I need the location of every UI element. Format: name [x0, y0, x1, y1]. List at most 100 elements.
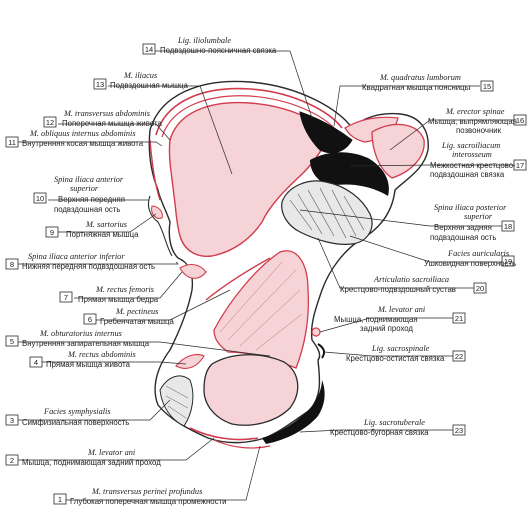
- label-14-number: 14: [145, 45, 153, 54]
- label-15-russian: Квадратная мышца поясницы: [362, 83, 471, 92]
- label-16-russian-2: позвоночник: [456, 126, 502, 135]
- label-17-number: 17: [516, 161, 524, 170]
- label-11-russian: Внутренняя косая мышца живота: [22, 139, 144, 148]
- label-22-latin: Lig. sacrospinale: [371, 344, 430, 353]
- label-16-number: 16: [516, 116, 524, 125]
- sacrospinal-mark: [317, 343, 326, 359]
- label-2-russian: Мышца, поднимающая задний проход: [22, 458, 161, 467]
- iliac-crest-edge: [149, 139, 161, 201]
- label-19-russian: Ушковидная поверхность: [424, 259, 516, 268]
- label-7-number: 7: [64, 293, 68, 302]
- label-19-number: 19: [504, 257, 512, 266]
- levator-ani-lower: [189, 427, 259, 441]
- label-21-number: 21: [455, 314, 463, 323]
- label-2-latin: M. levator ani: [87, 448, 136, 457]
- label-15-number: 15: [483, 82, 491, 91]
- label-10-latin-2: superior: [70, 184, 99, 193]
- erector-spinae-area: [371, 123, 425, 179]
- label-9-latin: M. sartorius: [85, 220, 127, 229]
- label-5-number: 5: [10, 337, 14, 346]
- label-17-russian-1: Межкостная крестцово-: [430, 161, 516, 170]
- label-17-latin-2: interosseum: [452, 150, 492, 159]
- number-texts: 14 13 12 11 10 9 8 7 6 5 4 3 2 1 15 16 1…: [8, 45, 524, 504]
- label-11-latin: M. obliquus internus abdominis: [29, 129, 136, 138]
- label-1-latin: M. transversus perinei profundus: [91, 487, 202, 496]
- label-8-russian: Нижняя передняя подвздошная ость: [22, 262, 155, 271]
- label-5-latin: M. obturatorius internus: [39, 329, 122, 338]
- label-19-latin: Facies auricularis: [447, 249, 509, 258]
- transversus-perinei-strip: [213, 439, 271, 449]
- label-8-latin: Spina iliaca anterior inferior: [28, 252, 125, 261]
- label-11-number: 11: [8, 138, 16, 147]
- leader-lines: [18, 50, 514, 501]
- label-21-russian-2: задний проход: [360, 324, 413, 333]
- label-18-russian-1: Верхняя задняя: [434, 223, 492, 232]
- sacrotuberal-ligament: [262, 380, 325, 444]
- label-10-number: 10: [36, 194, 44, 203]
- label-13-number: 13: [96, 80, 104, 89]
- label-21-russian-1: Мышца, поднимающая: [334, 315, 418, 324]
- rectus-abdominis-attachment: [175, 353, 205, 369]
- obturator-internus-area: [213, 250, 310, 369]
- auricular-texture: [289, 187, 365, 239]
- iliac-crest-attachments: [155, 87, 343, 136]
- label-10-russian-2: подвздошная ость: [54, 205, 120, 214]
- auricular-surface: [281, 180, 373, 245]
- label-13-latin: M. iliacus: [123, 71, 157, 80]
- label-23-latin: Lig. sacrotuberale: [363, 418, 425, 427]
- label-6-latin: M. pectineus: [115, 307, 158, 316]
- label-9-number: 9: [50, 228, 54, 237]
- obturator-foramen: [203, 354, 299, 426]
- obturator-texture: [219, 261, 303, 351]
- label-17-russian-2: подвздошная связка: [430, 170, 505, 179]
- label-1-russian: Глубокая поперечная мышца промежности: [70, 497, 226, 506]
- label-13-russian: Подвздошная мышца: [110, 81, 189, 90]
- label-20-latin: Articulatio sacroiliaca: [373, 275, 449, 284]
- label-7-latin: M. rectus femoris: [95, 285, 154, 294]
- label-7-russian: Прямая мышца бедра: [78, 295, 159, 304]
- label-4-latin: M. rectus abdominis: [67, 350, 136, 359]
- label-18-russian-2: подвздошная ость: [430, 233, 496, 242]
- label-texts: Lig. iliolumbale Подвздошно-поясничная с…: [22, 36, 517, 506]
- label-3-latin: Facies symphysialis: [43, 407, 111, 416]
- symphysial-texture: [165, 385, 189, 419]
- label-3-number: 3: [10, 416, 14, 425]
- label-10-latin-1: Spina iliaca anterior: [54, 175, 124, 184]
- label-3-russian: Симфизиальная поверхность: [22, 418, 129, 427]
- label-1-number: 1: [58, 495, 62, 504]
- label-12-latin: M. transversus abdominis: [63, 109, 150, 118]
- number-boxes: [5, 43, 527, 505]
- label-5-russian: Внутренняя запирательная мышца: [22, 339, 150, 348]
- iliolumbar-ligament: [299, 111, 353, 154]
- label-8-number: 8: [10, 260, 14, 269]
- label-4-number: 4: [34, 358, 38, 367]
- label-12-number: 12: [46, 118, 54, 127]
- label-10-russian-1: Верхняя передняя: [58, 195, 125, 204]
- label-22-number: 22: [455, 352, 463, 361]
- label-20-number: 20: [476, 284, 484, 293]
- symphysial-surface: [159, 375, 194, 427]
- label-20-russian: Крестцово-подвздошный сустав: [340, 285, 456, 294]
- label-17-latin-1: Lig. sacroiliacum: [441, 141, 500, 150]
- label-9-russian: Портняжная мышца: [66, 230, 139, 239]
- levator-ani-posterior-mark: [311, 327, 321, 337]
- label-18-latin-2: superior: [464, 212, 493, 221]
- iliac-crest-attachments-inner: [161, 95, 337, 138]
- label-18-latin-1: Spina iliaca posterior: [434, 203, 507, 212]
- label-14-latin: Lig. iliolumbale: [177, 36, 231, 45]
- label-21-latin: M. levator ani: [377, 305, 426, 314]
- label-14-russian: Подвздошно-поясничная связка: [160, 46, 277, 55]
- label-16-russian-1: Мышца, выпрямляющая: [428, 117, 517, 126]
- rectus-femoris-attachment: [179, 263, 207, 279]
- label-18-number: 18: [504, 222, 512, 231]
- label-12-russian: Поперечная мышца живота: [62, 119, 162, 128]
- anterior-spines-outline: [147, 195, 173, 257]
- iliacus-muscle-area: [168, 101, 331, 257]
- label-2-number: 2: [10, 456, 14, 465]
- label-15-latin: M. quadratus lumborum: [379, 73, 461, 82]
- label-23-russian: Крестцово-бугорная связка: [330, 428, 429, 437]
- label-16-latin: M. erector spinae: [445, 107, 505, 116]
- pectineus-line: [205, 257, 271, 301]
